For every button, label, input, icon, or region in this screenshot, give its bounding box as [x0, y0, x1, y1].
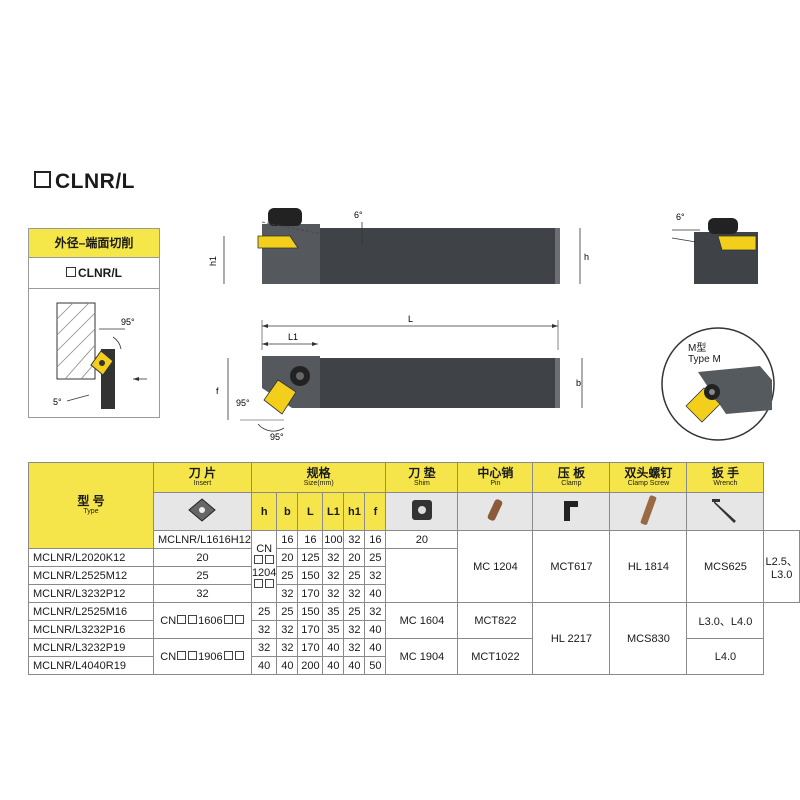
shim-cell: MC 1904 — [385, 638, 459, 675]
insert-icon — [188, 498, 217, 522]
model-cell: MCLNR/L3232P16 — [28, 620, 154, 639]
angle-label-bottom: 5° — [53, 397, 62, 407]
model-cell: MCLNR/L1616H12 — [153, 530, 252, 549]
model-cell: MCLNR/L2020K12 — [28, 548, 154, 567]
h-label: h — [584, 252, 589, 262]
angle-label-b: 95° — [270, 432, 284, 442]
model-cell: MCLNR/L3232P12 — [28, 584, 154, 603]
shim-icon — [411, 500, 432, 520]
end-view-drawing: 6° — [671, 212, 758, 284]
operation-label: 外径–端面切削 — [29, 229, 159, 258]
side-view-drawing: 6° h1 h — [208, 208, 589, 284]
clamp-cell: HL 2217 — [532, 602, 611, 675]
pin-cell: MCT617 — [532, 530, 611, 603]
wrench-icon — [712, 499, 737, 523]
pin-icon — [488, 499, 503, 521]
wrench-image-cell — [686, 492, 765, 531]
pin-cell: MCT1022 — [457, 638, 534, 675]
shim-cell: MC 1204 — [457, 530, 534, 603]
screw-cell: MCS625 — [686, 530, 765, 603]
clamp-icon — [564, 501, 579, 521]
model-cell: MCLNR/L2525M16 — [28, 602, 154, 621]
screw-icon — [641, 495, 657, 525]
side-angle-label: 6° — [354, 210, 363, 220]
shim-image-cell — [385, 492, 459, 531]
L-label: L — [408, 314, 413, 324]
pin-cell: MCT822 — [457, 602, 534, 639]
top-view-drawing: L L1 f b 95° 95° — [216, 314, 583, 442]
clamp-image-cell — [532, 492, 611, 531]
clamp-cell: HL 1814 — [609, 530, 688, 603]
h1-label: h1 — [208, 256, 218, 266]
tool-drawings: 6° h1 h 6° L L1 f b 95° — [208, 208, 775, 442]
angle-label-a: 95° — [236, 398, 250, 408]
end-angle-label: 6° — [676, 212, 685, 222]
dim-f-header: f — [364, 492, 387, 531]
model-cell: MCLNR/L3232P19 — [28, 638, 154, 657]
model-cell: MCLNR/L2525M12 — [28, 566, 154, 585]
panel-code: CLNR/L — [29, 258, 159, 289]
screw-cell: MCS830 — [609, 602, 688, 675]
page-title: CLNR/L — [34, 170, 135, 194]
insert-cell: CN1204 — [250, 530, 278, 603]
L1-label: L1 — [288, 332, 298, 342]
screw-image-cell — [609, 492, 688, 531]
application-panel: 外径–端面切削 CLNR/L 95° 5° — [28, 228, 160, 418]
shim-cell: MC 1604 — [385, 602, 459, 639]
title-box-symbol — [34, 171, 51, 188]
type-m-detail — [661, 327, 775, 441]
dim-h-header: h — [250, 492, 278, 531]
wrench-cell: L4.0 — [686, 638, 765, 675]
application-diagram: 95° 5° — [53, 302, 147, 409]
dim-b-header: b — [276, 492, 299, 531]
insert-image-cell — [153, 492, 252, 531]
f-label: f — [216, 386, 219, 396]
wrench-cell: L2.5、L3.0 — [763, 530, 800, 603]
wrench-cell: L3.0、L4.0 — [686, 602, 765, 639]
dim-L-header: L — [297, 492, 324, 531]
angle-label-top: 95° — [121, 317, 135, 327]
pin-image-cell — [457, 492, 534, 531]
dim-L1-header: L1 — [322, 492, 345, 531]
b-label: b — [576, 378, 581, 388]
model-cell: MCLNR/L4040R19 — [28, 656, 154, 675]
dim-h1-header: h1 — [343, 492, 366, 531]
code-box-symbol — [66, 267, 76, 277]
